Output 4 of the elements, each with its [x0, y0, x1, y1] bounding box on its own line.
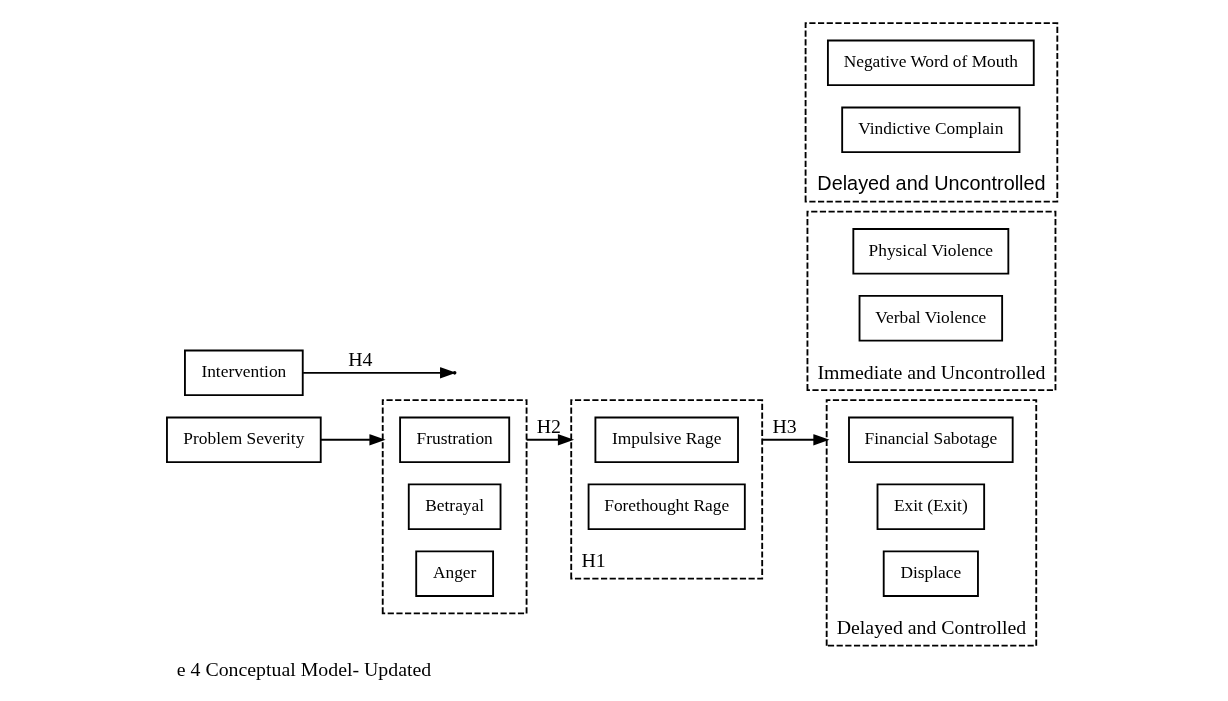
- edge-label: H4: [348, 348, 373, 371]
- caption: e 4 Conceptual Model- Updated: [176, 658, 432, 681]
- edge-label: H2: [536, 415, 562, 438]
- edge-label: H3: [772, 415, 797, 438]
